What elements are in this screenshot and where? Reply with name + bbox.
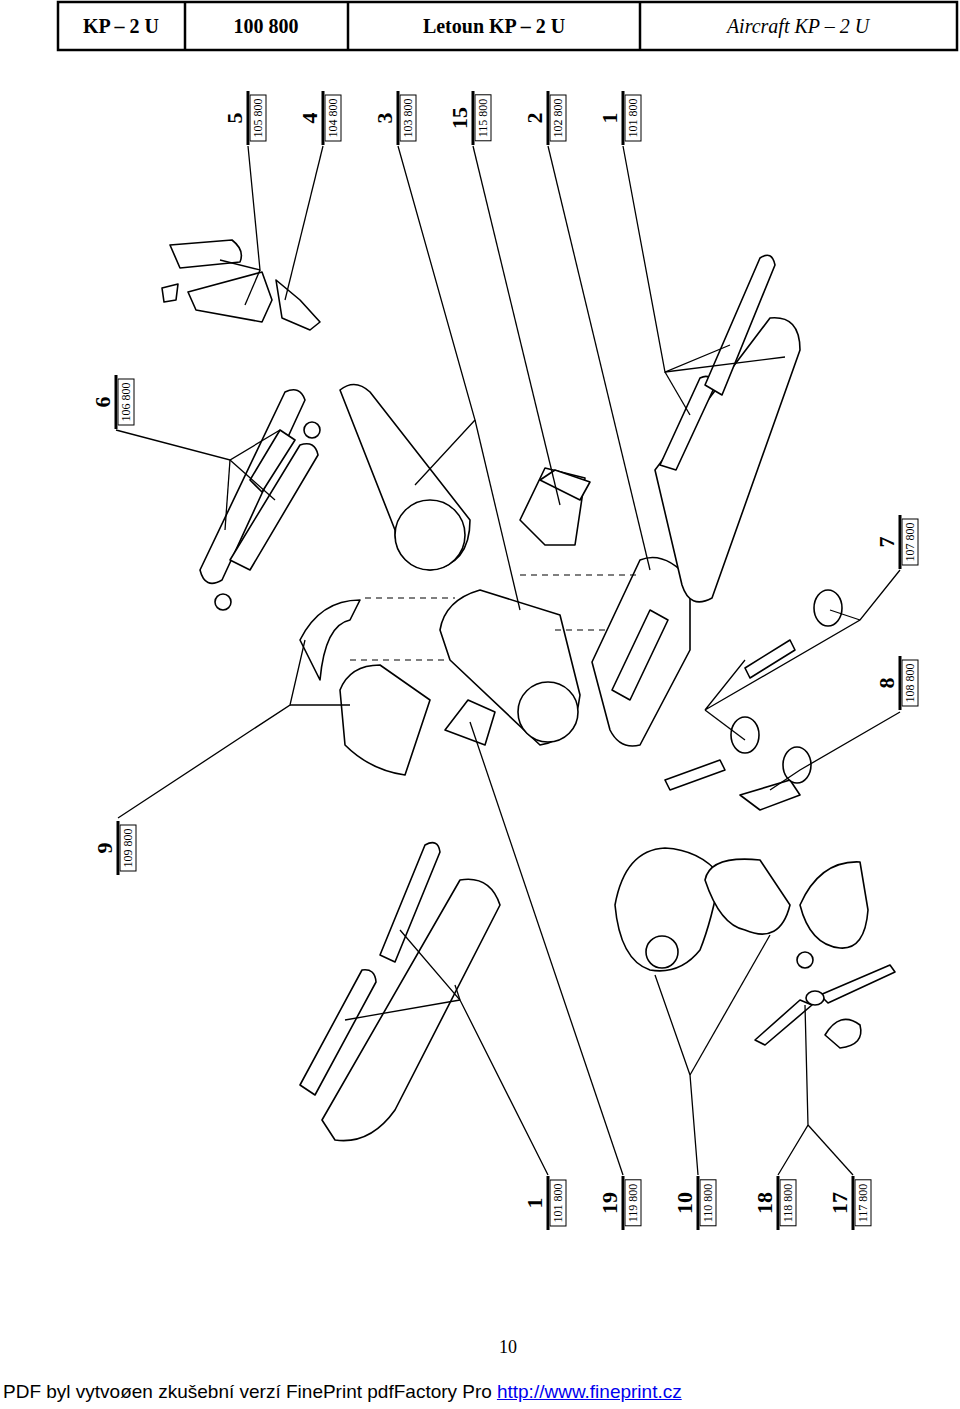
footer-note: PDF byl vytvoøen zkušební verzí FinePrin… [3,1381,492,1402]
part-number: 101 800 [550,1180,567,1227]
part-number: 105 800 [250,95,267,142]
fin [170,240,241,268]
flap [300,970,376,1095]
header-cell: 100 800 [234,15,299,38]
wheel [731,717,759,753]
leader-lines [116,146,900,1175]
callout-number: 3 [374,113,396,124]
engine [615,848,720,971]
propeller-hub [806,991,824,1005]
propeller-blade [820,965,895,1003]
part-number: 110 800 [700,1180,717,1227]
tail-cone-frame [395,500,465,570]
cowling [800,862,868,948]
callout-number: 6 [92,397,114,408]
callout-number: 7 [876,537,898,548]
callout-number: 15 [449,107,471,129]
tail-cone [340,384,470,570]
footer: PDF byl vytvoøen zkušební verzí FinePrin… [3,1381,682,1403]
assembly-lines [350,575,640,660]
callout-bars [116,91,900,1230]
callout-number: 2 [524,113,546,124]
callout-number: 4 [299,113,321,124]
header-cell: KP – 2 U [83,15,159,38]
centre-section [592,558,690,747]
gear-leg [665,760,725,790]
callout-number: 1 [599,113,621,124]
part-number: 107 800 [902,519,919,566]
aileron [705,255,775,395]
callout-number: 1 [524,1198,546,1209]
cowling [705,859,790,934]
fuselage [440,590,580,745]
header-table [58,2,957,50]
header-cell: Letoun KP – 2 U [423,15,565,38]
part-number: 103 800 [400,95,417,142]
callout-number: 18 [754,1192,776,1214]
header-cell: Aircraft KP – 2 U [727,15,869,38]
gear-leg [740,780,800,810]
fin-tip [162,284,178,302]
canopy-frame [300,600,360,680]
seat [540,470,590,500]
rudder [188,272,272,322]
propeller-blade [755,1000,812,1045]
rudder-hinge [276,280,320,330]
callout-number: 8 [876,678,898,689]
callout-number: 5 [224,113,246,124]
wheel [783,747,811,783]
part-number: 106 800 [118,379,135,426]
canopy [340,665,430,775]
engine-hub [646,936,678,968]
part-number: 104 800 [325,95,342,142]
fuselage-frame [518,682,578,742]
stabilizer-tip [215,594,231,610]
aileron [380,843,440,962]
part-number: 101 800 [625,95,642,142]
part-number: 117 800 [855,1180,872,1227]
stabilizer-tip [304,422,320,438]
part-number: 118 800 [780,1180,797,1227]
spinner-plate [797,952,813,968]
part-number: 109 800 [120,825,137,872]
page-number: 10 [499,1337,517,1358]
wheel [814,590,842,626]
spinner [825,1019,861,1048]
part-number: 108 800 [902,660,919,707]
elevator-tab [250,430,295,492]
flap [660,376,714,470]
centre-section-rib [612,610,668,700]
callout-number: 19 [599,1192,621,1214]
callout-number: 10 [674,1192,696,1214]
callout-number: 9 [94,843,116,854]
footer-link: http://www.fineprint.cz [497,1381,682,1402]
part-number: 102 800 [550,95,567,142]
part-number: 115 800 [475,95,492,142]
callout-number: 17 [829,1192,851,1214]
part-number: 119 800 [625,1180,642,1227]
